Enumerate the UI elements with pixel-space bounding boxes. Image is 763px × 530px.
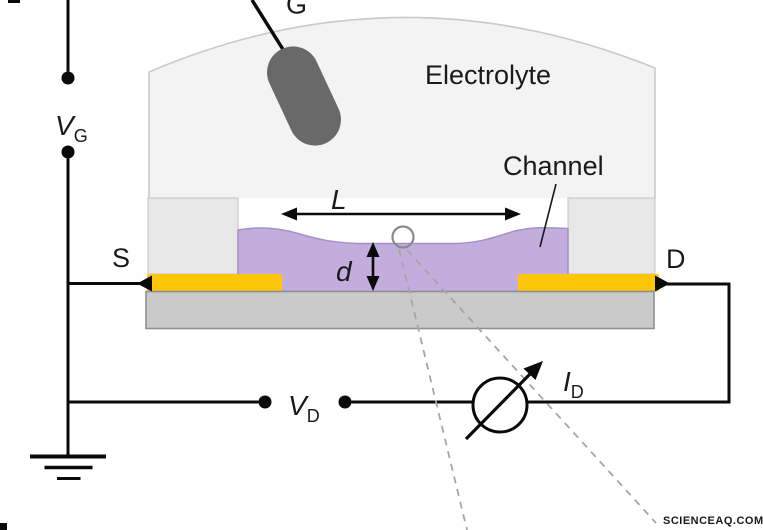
drain-voltage-label: VD [288,390,320,426]
length-arrowhead-right [505,207,521,221]
source-terminal [137,275,152,292]
vd-node-left [258,395,272,409]
electrolyte-dome-outline [148,16,656,198]
right-pedestal-block [567,197,656,275]
zoom-callout-circle [391,225,415,249]
gate-label: G [286,0,307,20]
drain-label: D [666,244,686,274]
zoom-dashed-line-left [398,248,468,530]
drain-loop-wire [351,282,731,404]
zoom-dashed-line-right [406,249,657,524]
channel-length-label: L [331,184,347,215]
substrate [145,290,655,330]
gate-lead-wire [250,0,286,52]
drain-electrode [518,274,659,292]
source-electrode [147,274,282,292]
channel-pointer-line [539,183,557,248]
channel-thickness-label: d [336,256,353,287]
watermark-text: SCIENCEAQ.COM [663,515,763,527]
channel-label: Channel [503,151,604,181]
channel-film [237,226,569,293]
panel-letter-fragment-bottom [0,523,7,530]
electrolyte-label: Electrolyte [425,60,551,90]
left-pedestal-block [147,197,239,275]
ammeter-arrowhead [523,361,543,380]
vg-node-top [61,71,75,85]
panel-letter-fragment-top [8,0,20,3]
thickness-arrowhead-top [366,242,380,257]
source-label: S [112,243,130,273]
length-arrowhead-left [281,207,297,221]
ammeter-arrow-shaft [464,370,534,441]
vg-node-bottom [61,145,75,159]
drain-current-label: ID [563,366,584,402]
drain-terminal [655,275,670,292]
gate-electrode-rod [267,46,341,146]
gate-voltage-label: VG [55,110,88,146]
vd-node-right [338,395,352,409]
thickness-arrowhead-bottom [366,276,380,291]
